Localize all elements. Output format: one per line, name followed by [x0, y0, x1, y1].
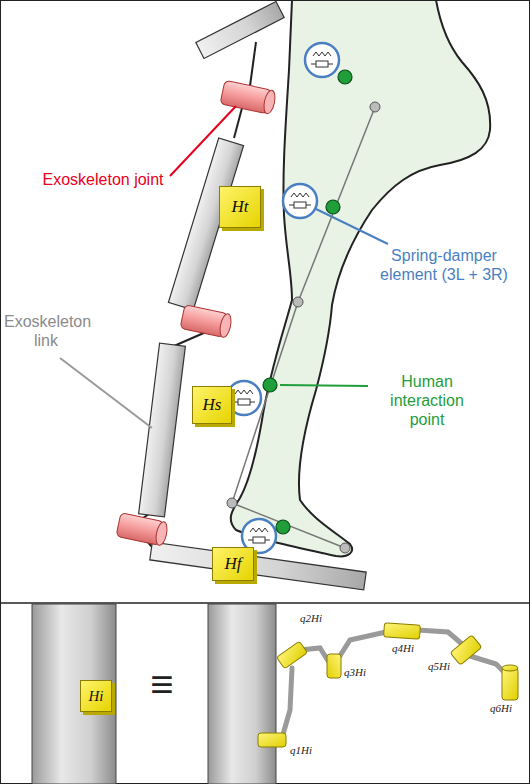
- spring-zigzag: [313, 52, 331, 56]
- interface-box: Hf: [212, 547, 254, 581]
- cylinder-body: [502, 668, 518, 700]
- damper-rod: [311, 64, 316, 65]
- interaction-dot: [326, 200, 340, 214]
- strut: [234, 108, 242, 138]
- damper-rod: [289, 205, 294, 206]
- damper-rod: [328, 64, 333, 65]
- knee-joint-dot: [293, 297, 303, 307]
- equivalence-sign: ≡: [138, 664, 186, 704]
- chain-link: [262, 630, 504, 740]
- spring-zigzag: [250, 528, 268, 532]
- damper-rod: [265, 540, 270, 541]
- interaction-point: [263, 70, 352, 534]
- cylinder-body: [450, 635, 482, 665]
- joint-variable: q5Hi: [428, 660, 450, 673]
- joint-cylinder: [258, 623, 518, 747]
- callout-label: Exoskeleton joint: [36, 170, 170, 189]
- leader-line: [280, 385, 368, 386]
- chain-link: [418, 630, 462, 644]
- exo-top-bar: [196, 2, 284, 59]
- ankle-joint-dot: [227, 498, 237, 508]
- exo-link-shape: [139, 343, 186, 517]
- callout-label: Exoskeleton link: [4, 312, 88, 350]
- link-band: [208, 604, 276, 784]
- interaction-dot: [276, 520, 290, 534]
- cylinder-end: [154, 521, 169, 547]
- skeleton-line: [232, 107, 375, 548]
- strut: [250, 42, 256, 86]
- damper-box: [316, 61, 328, 67]
- damper-rod: [248, 540, 253, 541]
- interface-box: Hi: [80, 680, 112, 712]
- interface-label: Hs: [203, 395, 222, 415]
- joint-variable: q1Hi: [290, 744, 312, 757]
- leader-line: [60, 358, 152, 428]
- exo-joint-cylinder: [180, 305, 233, 339]
- exo-joint-cylinder: [220, 80, 277, 114]
- spring-damper-circle: [283, 184, 317, 218]
- cylinder-body: [277, 641, 308, 669]
- joint-variable: q2Hi: [300, 612, 322, 625]
- strut: [174, 332, 206, 346]
- joint-cylinder: [384, 623, 421, 639]
- spring-damper-circle: [227, 43, 339, 553]
- leader-line: [170, 106, 236, 176]
- exo-shank-link: [139, 343, 186, 517]
- joint-cylinder: [327, 654, 341, 678]
- cylinder-end: [218, 313, 233, 339]
- exo-joint-cylinder: [116, 513, 169, 547]
- interface-box: Hs: [192, 386, 232, 424]
- cylinder-body: [258, 733, 286, 747]
- joint-cylinder: [277, 641, 308, 669]
- cylinder-end: [262, 89, 277, 115]
- chain-link: [470, 656, 504, 672]
- cylinder-body: [327, 654, 341, 678]
- exo-joint: [116, 80, 277, 546]
- chain-link: [336, 632, 386, 662]
- link-band: [32, 604, 116, 784]
- toe-dot: [340, 543, 350, 553]
- callout-label: Human interaction point: [372, 372, 482, 430]
- exo-link-shape: [196, 2, 284, 59]
- cylinder-body: [384, 623, 421, 639]
- skeleton-joint: [227, 102, 380, 553]
- spring-zigzag: [291, 193, 309, 197]
- spring-symbol: [233, 52, 333, 543]
- interaction-dot: [263, 378, 277, 392]
- chain-link: [262, 668, 292, 740]
- joint-variable: q4Hi: [392, 642, 414, 655]
- damper-rod: [233, 402, 238, 403]
- joint-cylinder: [258, 733, 286, 747]
- interface-label: Ht: [232, 197, 249, 217]
- cylinder-end: [502, 665, 518, 671]
- spring-zigzag: [235, 390, 253, 394]
- leader-line: [316, 209, 388, 244]
- callout-label: Spring-damper element (3L + 3R): [366, 246, 522, 284]
- damper-rod: [250, 402, 255, 403]
- joint-cylinder: [450, 635, 482, 665]
- interface-box: Ht: [219, 186, 261, 228]
- spring-damper-circle: [227, 381, 261, 415]
- interface-label: Hf: [225, 554, 242, 574]
- spring-damper-circle: [305, 43, 339, 77]
- hip-joint-dot: [370, 102, 380, 112]
- interaction-dot: [338, 70, 352, 84]
- damper-rod: [306, 205, 311, 206]
- joint-cylinder: [502, 665, 518, 700]
- joint-variable: q3Hi: [344, 666, 366, 679]
- joint-variable: q6Hi: [490, 702, 512, 715]
- interface-label: Hi: [89, 688, 104, 705]
- damper-box: [253, 537, 265, 543]
- damper-box: [294, 202, 306, 208]
- damper-box: [238, 399, 250, 405]
